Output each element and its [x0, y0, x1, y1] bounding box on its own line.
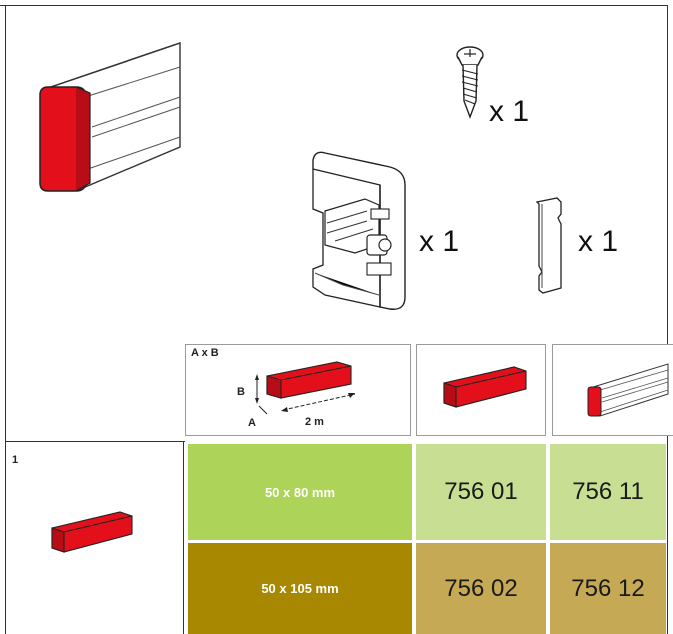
row-1-ref-red: 756 01 — [416, 444, 546, 540]
trunking-end-cap-illustration — [39, 42, 181, 192]
frame-top — [0, 5, 668, 6]
row-2-ref-white: 756 12 — [550, 543, 666, 634]
row-1-size: 50 x 80 mm — [188, 444, 412, 540]
angle-fitting-quantity: x 1 — [419, 225, 460, 258]
red-trunking-illustration — [443, 366, 527, 408]
frame-right — [667, 5, 668, 634]
dimension-a-label: A — [248, 417, 256, 429]
row-group-trunking-illustration — [51, 511, 133, 553]
dimension-header-label: A x B — [191, 347, 219, 359]
row-2-ref-red: 756 02 — [416, 543, 546, 634]
row-1-ref-white: 756 11 — [550, 444, 666, 540]
frame-left — [5, 5, 6, 634]
angle-fitting-illustration — [312, 151, 406, 310]
joint-cover-quantity: x 1 — [578, 225, 619, 258]
screw-quantity: x 1 — [489, 95, 530, 128]
screw-icon — [456, 46, 484, 119]
joint-cover-illustration — [535, 197, 562, 294]
frame-col-divider — [183, 441, 184, 634]
row-2-size: 50 x 105 mm — [188, 543, 412, 634]
frame-divider — [5, 441, 185, 442]
white-trunking-illustration — [587, 363, 669, 417]
length-label: 2 m — [305, 416, 324, 428]
row-group-number: 1 — [12, 454, 19, 466]
dimension-trunking-illustration — [255, 361, 356, 415]
dimension-b-label: B — [237, 386, 245, 398]
